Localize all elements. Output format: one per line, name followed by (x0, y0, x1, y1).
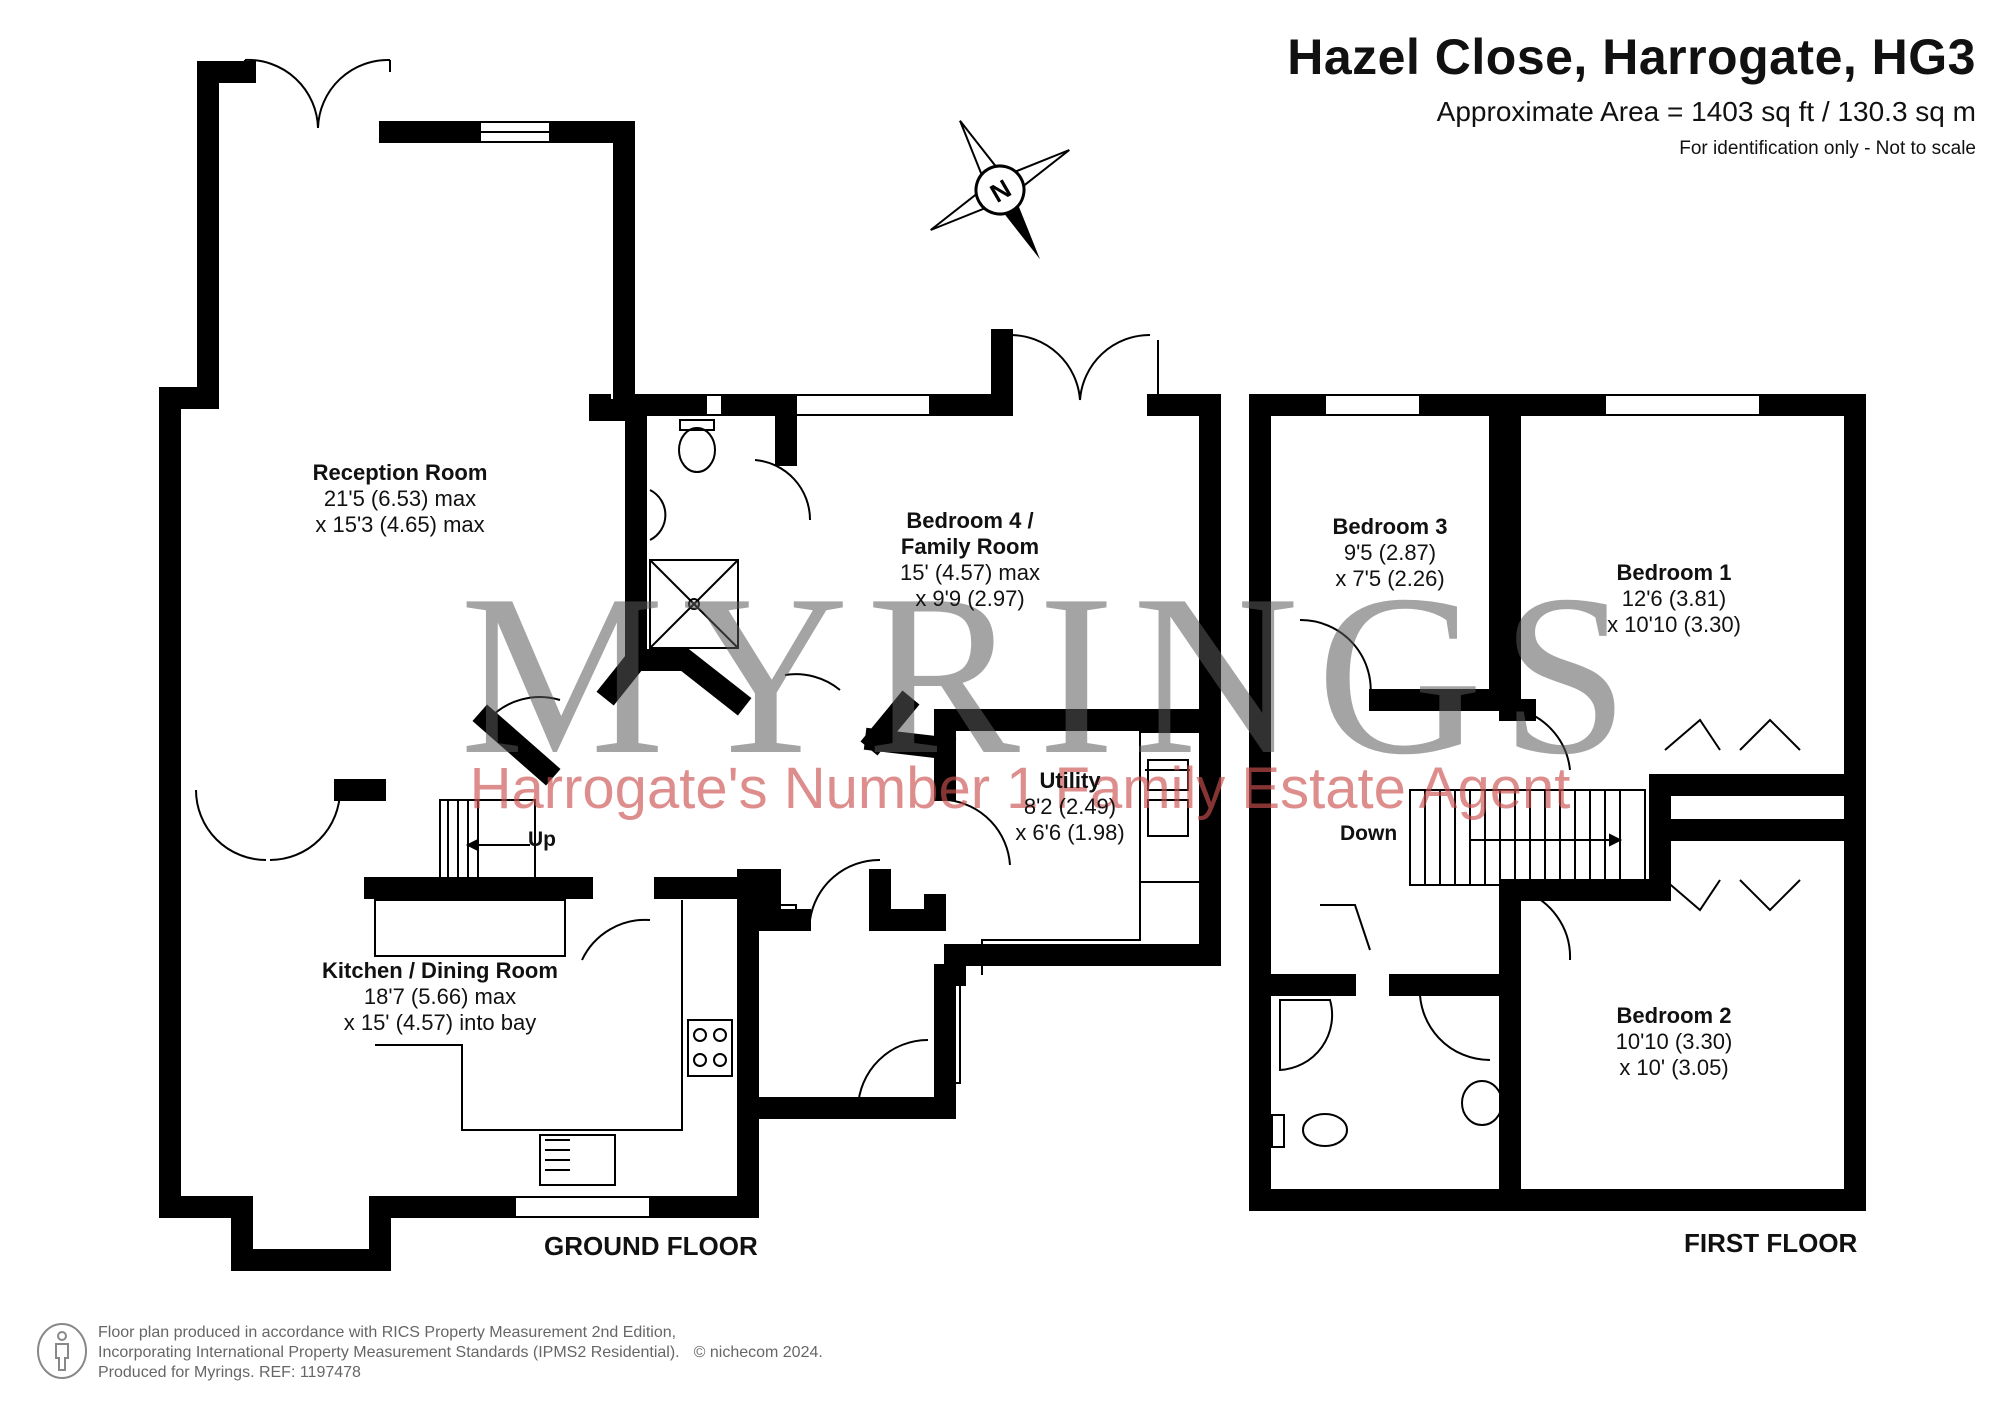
footer-notes: Floor plan produced in accordance with R… (98, 1323, 823, 1383)
first-floor-label: FIRST FLOOR (1684, 1228, 1858, 1258)
room-dimension: 21'5 (6.53) max (323, 486, 477, 511)
first-floor-walls (1249, 394, 1866, 1211)
footer-copyright: © nichecom 2024. (693, 1344, 823, 1361)
room-dimension: x 10' (3.05) (1619, 1055, 1729, 1080)
room-dimension: x 6'6 (1.98) (1015, 820, 1125, 845)
room-reception: Reception Room 21'5 (6.53) max x 15'3 (4… (260, 460, 540, 538)
ground-floor-label: GROUND FLOOR (544, 1231, 758, 1261)
room-name: Bedroom 4 / (906, 508, 1034, 533)
room-dimension: 9'5 (2.87) (1343, 540, 1437, 565)
room-dimension: 15' (4.57) max (900, 560, 1040, 585)
room-dimension: x 15'3 (4.65) max (315, 512, 485, 537)
brand-watermark: MYRINGS (460, 547, 1647, 802)
approximate-area: Approximate Area = 1403 sq ft / 130.3 sq… (1436, 96, 1976, 127)
room-name: Bedroom 2 (1616, 1003, 1732, 1028)
room-dimension: 18'7 (5.66) max (363, 984, 517, 1009)
room-name: Reception Room (312, 460, 488, 485)
room-dimension: 8'2 (2.49) (1023, 794, 1117, 819)
room-dimension: x 15' (4.57) into bay (343, 1010, 537, 1035)
room-dimension: 10'10 (3.30) (1615, 1029, 1733, 1054)
room-name: Bedroom 3 (1332, 514, 1448, 539)
room-name: Bedroom 1 (1616, 560, 1732, 585)
room-bedroom-2: Bedroom 2 10'10 (3.30) x 10' (3.05) (1574, 1003, 1774, 1081)
footer-line-3: Produced for Myrings. REF: 1197478 (98, 1364, 361, 1381)
scale-disclaimer: For identification only - Not to scale (1679, 138, 1976, 159)
room-bedroom-4: Bedroom 4 / Family Room 15' (4.57) max x… (830, 508, 1110, 612)
person-scale-icon (37, 1323, 87, 1379)
room-kitchen-dining: Kitchen / Dining Room 18'7 (5.66) max x … (290, 958, 590, 1036)
room-name: Kitchen / Dining Room (322, 958, 558, 983)
footer-line-1: Floor plan produced in accordance with R… (98, 1324, 677, 1341)
footer-line-2: Incorporating International Property Mea… (98, 1344, 680, 1361)
room-bedroom-1: Bedroom 1 12'6 (3.81) x 10'10 (3.30) (1574, 560, 1774, 638)
room-dimension: x 9'9 (2.97) (915, 586, 1025, 611)
room-bedroom-3: Bedroom 3 9'5 (2.87) x 7'5 (2.26) (1290, 514, 1490, 592)
brand-tagline: Harrogate's Number 1 Family Estate Agent (469, 756, 1571, 821)
room-dimension: x 10'10 (3.30) (1607, 612, 1741, 637)
stairs-down-label: Down (1340, 822, 1398, 845)
room-utility: Utility 8'2 (2.49) x 6'6 (1.98) (970, 768, 1170, 846)
room-name: Family Room (900, 534, 1040, 559)
ground-floor-walls (159, 61, 1221, 1271)
ground-floor-fixtures (195, 58, 1221, 1271)
property-title: Hazel Close, Harrogate, HG3 (1287, 29, 1976, 85)
room-dimension: 12'6 (3.81) (1621, 586, 1727, 611)
room-name: Utility (1039, 768, 1101, 793)
north-compass (930, 120, 1070, 260)
room-dimension: x 7'5 (2.26) (1335, 566, 1445, 591)
first-floor-fixtures (1249, 394, 1801, 1211)
stairs-up-label: Up (528, 828, 556, 851)
